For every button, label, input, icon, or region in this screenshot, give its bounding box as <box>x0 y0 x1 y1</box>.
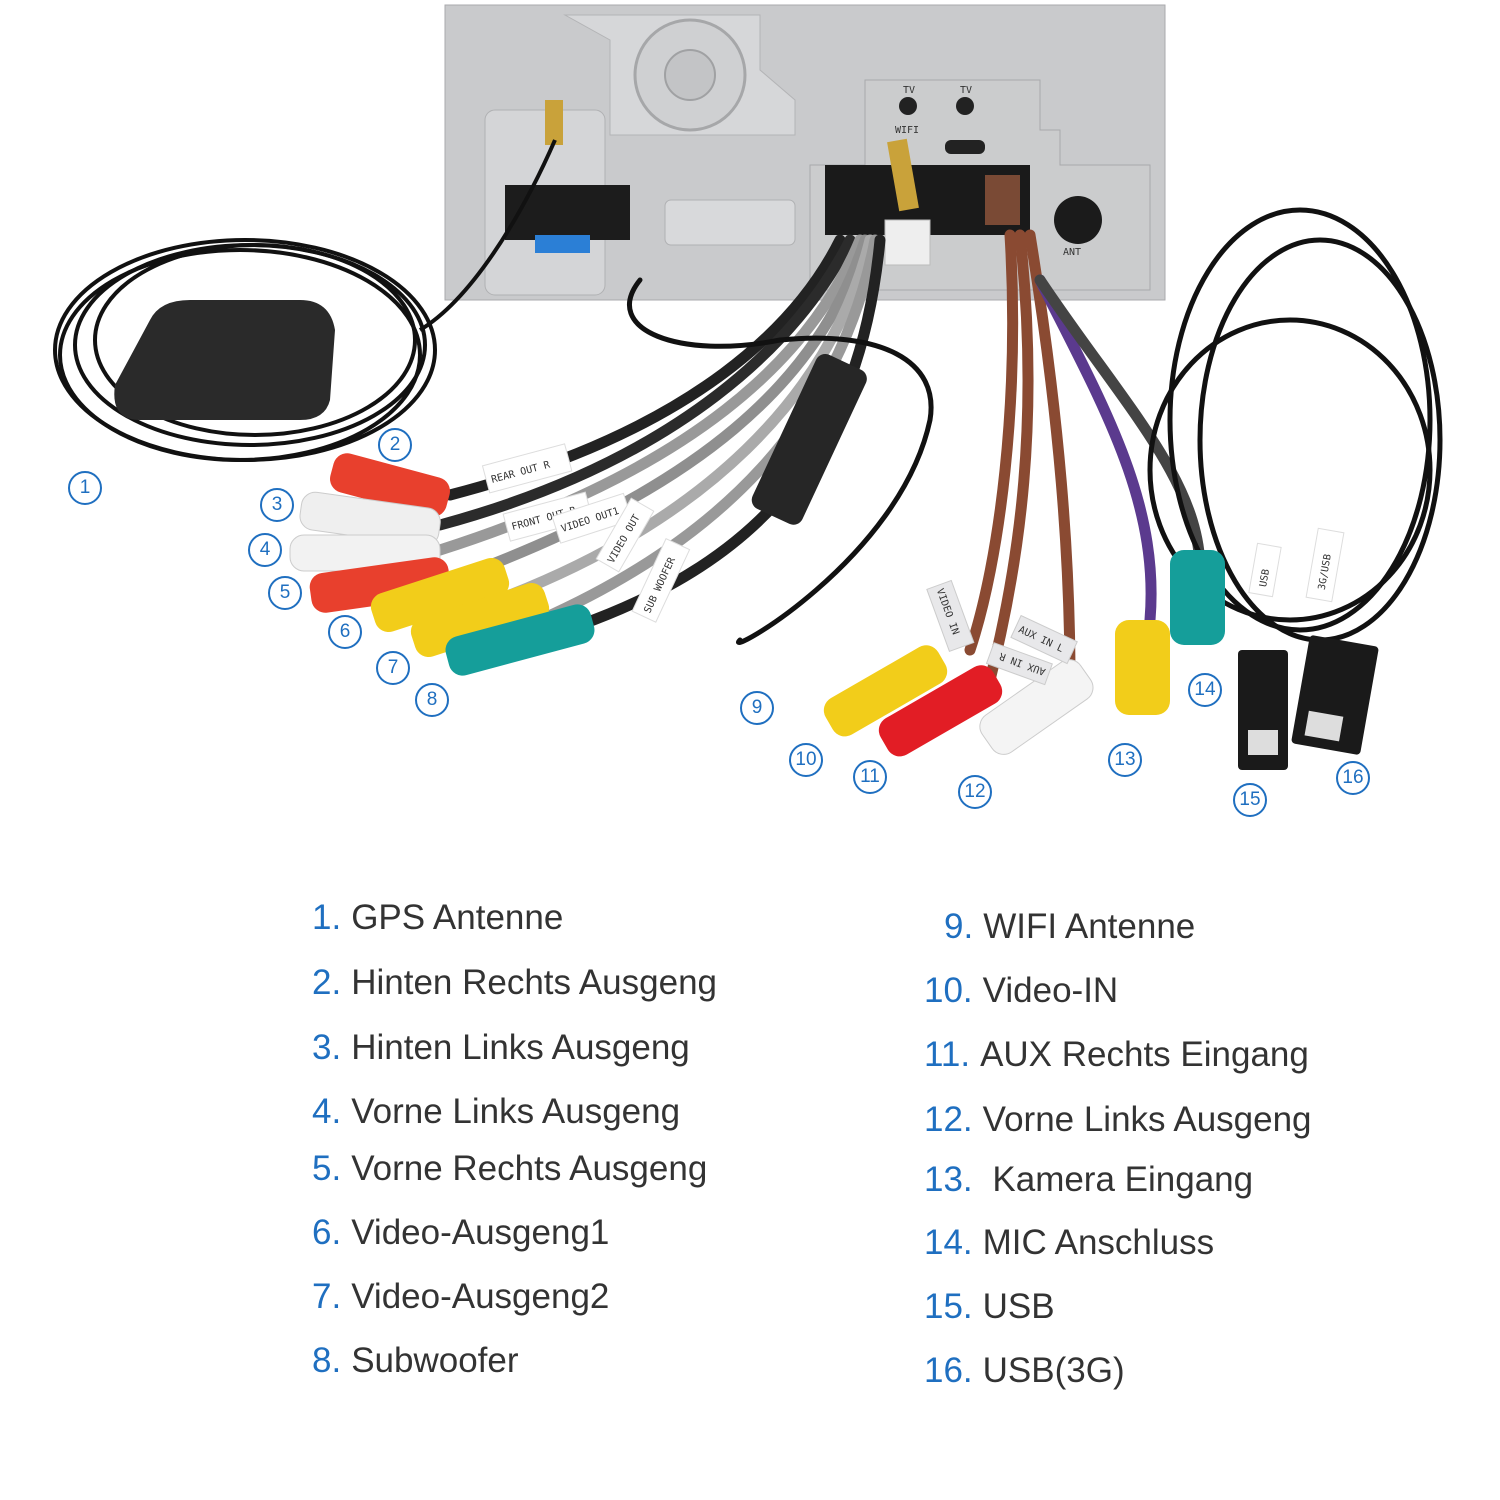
callout-11: 11 <box>853 760 887 794</box>
legend-item: 2.Hinten Rechts Ausgeng <box>312 963 717 1002</box>
legend-item: 4.Vorne Links Ausgeng <box>312 1092 681 1131</box>
gps-cable <box>53 139 557 462</box>
legend-item: 14.MIC Anschluss <box>924 1223 1215 1262</box>
legend-item: 15.USB <box>924 1287 1055 1326</box>
legend-item: 6.Video-Ausgeng1 <box>312 1213 610 1252</box>
callout-12: 12 <box>958 775 992 809</box>
head-unit-wiring-photo: TV TV WIFI ANT <box>53 4 1443 770</box>
callout-7: 7 <box>376 651 410 685</box>
legend-item: 11.AUX Rechts Eingang <box>924 1035 1309 1074</box>
tv-label-1: TV <box>903 85 915 96</box>
callout-6: 6 <box>328 615 362 649</box>
callout-16: 16 <box>1336 761 1370 795</box>
callout-9: 9 <box>740 691 774 725</box>
legend-item: 3.Hinten Links Ausgeng <box>312 1028 690 1067</box>
callout-10: 10 <box>789 743 823 777</box>
legend-item: 12.Vorne Links Ausgeng <box>924 1100 1312 1139</box>
callout-13: 13 <box>1108 743 1142 777</box>
callout-8: 8 <box>415 683 449 717</box>
callout-3: 3 <box>260 488 294 522</box>
legend-item: 5.Vorne Rechts Ausgeng <box>312 1149 708 1188</box>
callout-2: 2 <box>378 428 412 462</box>
callout-4: 4 <box>248 533 282 567</box>
legend-item: 8.Subwoofer <box>312 1341 519 1380</box>
wifi-port-label: WIFI <box>895 125 919 136</box>
gps-antenna <box>114 300 336 420</box>
callout-14: 14 <box>1188 673 1222 707</box>
cable-tags: REAR OUT R FRONT OUT R VIDEO OUT1 VIDEO … <box>481 443 1345 686</box>
rca-plugs <box>289 453 1225 757</box>
callout-1: 1 <box>68 471 102 505</box>
tv-label-2: TV <box>960 85 972 96</box>
callout-5: 5 <box>268 576 302 610</box>
head-unit-back-panel: TV TV WIFI ANT <box>444 4 1166 301</box>
legend-item: 10.Video-IN <box>924 971 1119 1010</box>
legend-item: 16.USB(3G) <box>924 1351 1125 1390</box>
legend-item: 7.Video-Ausgeng2 <box>312 1277 610 1316</box>
legend-item: 13. Kamera Eingang <box>924 1160 1254 1199</box>
legend-item: 1.GPS Antenne <box>312 898 564 937</box>
ant-port-label: ANT <box>1063 247 1081 258</box>
callout-15: 15 <box>1233 783 1267 817</box>
legend-item: 9.WIFI Antenne <box>944 907 1196 946</box>
wifi-antenna <box>751 353 867 525</box>
tag-usb: USB <box>1258 568 1272 588</box>
